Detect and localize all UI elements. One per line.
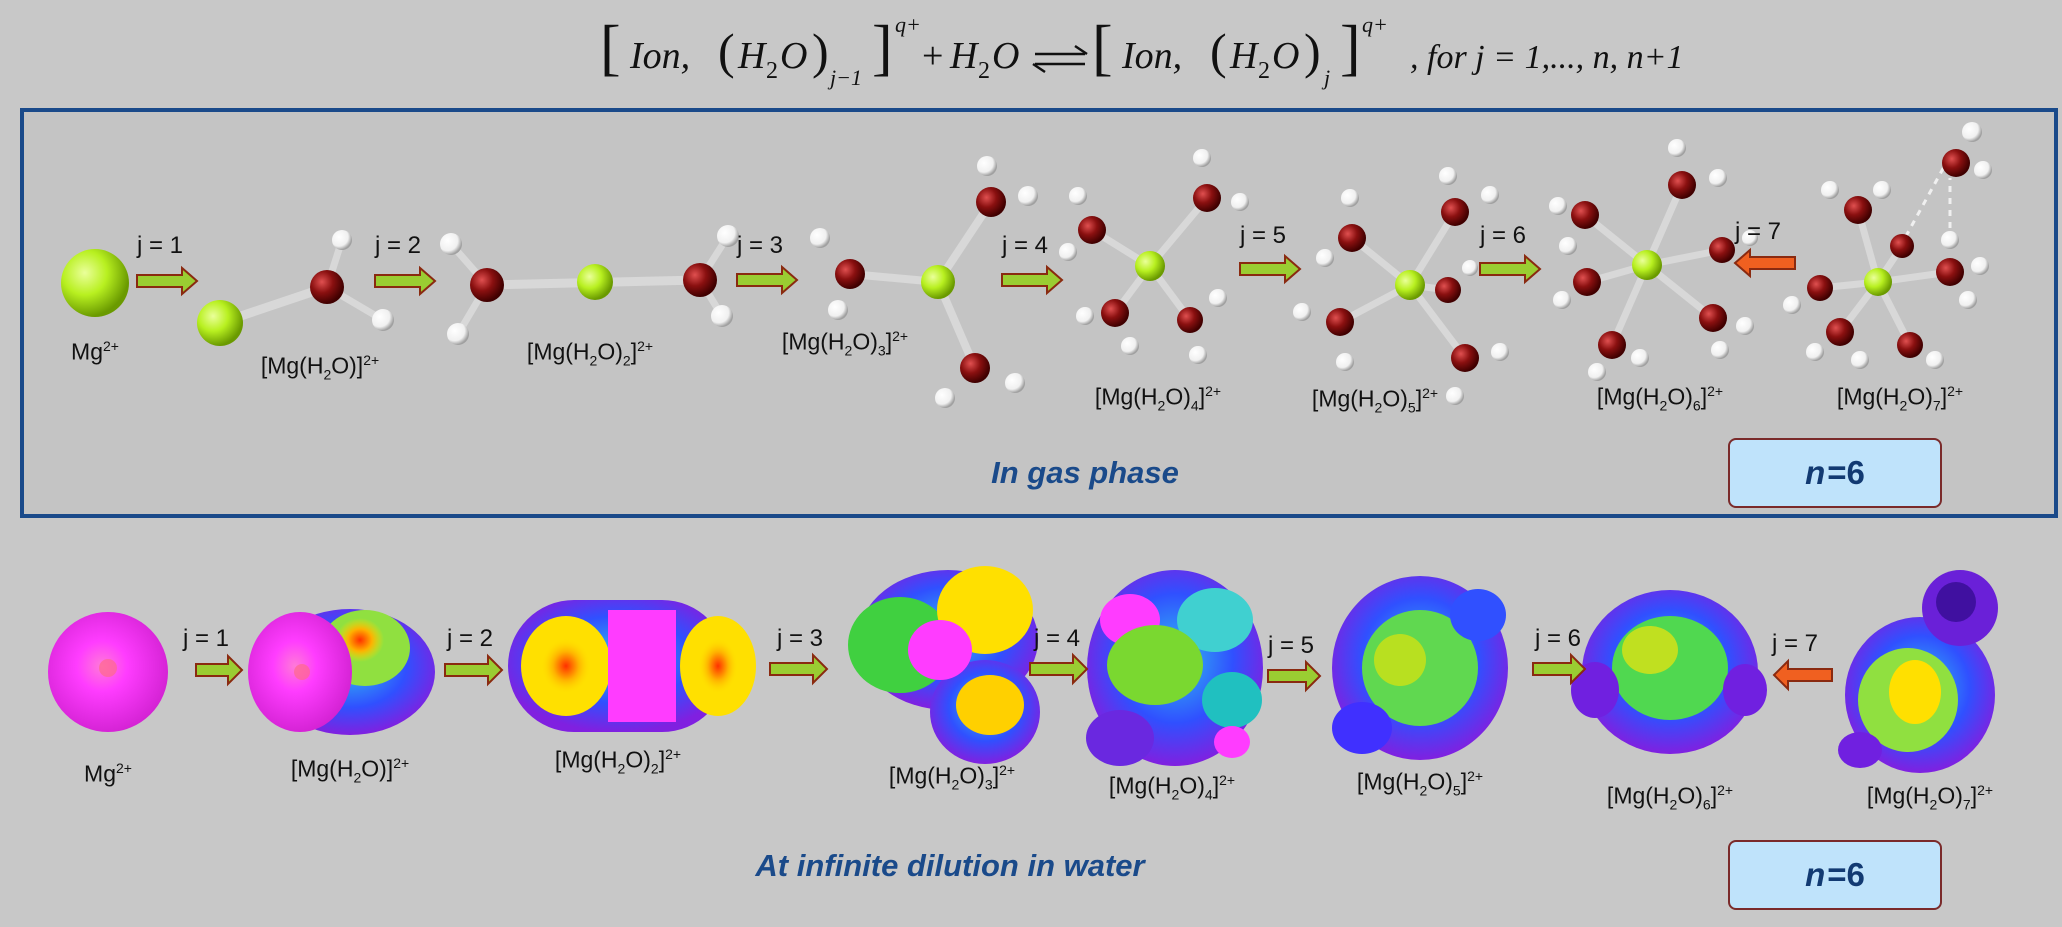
mg-h2o-3-surface bbox=[848, 566, 1040, 764]
gas-species-label-5: [Mg(H2O)4]2+ bbox=[1094, 383, 1222, 414]
mg-h2o-2-molecule bbox=[440, 225, 739, 345]
mg-h2o-6-molecule bbox=[1549, 139, 1758, 381]
eq-h-right: H bbox=[1229, 35, 1260, 77]
water-phase-title: At infinite dilution in water bbox=[755, 848, 1145, 883]
eq-ion-left: Ion, bbox=[629, 35, 690, 77]
water-forward-arrows bbox=[195, 652, 1587, 693]
mg-h2o-5-molecule bbox=[1293, 167, 1509, 405]
gas-species-label-1: Mg2+ bbox=[71, 338, 119, 365]
gas-step-label-3: j = 3 bbox=[737, 232, 784, 259]
eq-o-right: O bbox=[1272, 35, 1299, 77]
water-step-label-1: j = 1 bbox=[183, 625, 230, 652]
gas-forward-arrows bbox=[136, 253, 1542, 297]
mg-h2o-5-surface bbox=[1332, 576, 1508, 760]
gas-phase-title: In gas phase bbox=[991, 455, 1179, 490]
water-step-label-7: j = 7 bbox=[1772, 630, 1819, 657]
eq-sub2-mid: 2 bbox=[978, 58, 990, 84]
arrow-right-icon bbox=[136, 265, 199, 297]
eq-o-mid: O bbox=[992, 35, 1019, 77]
mg-h2o-7-surface bbox=[1838, 570, 1998, 773]
arrow-left-icon bbox=[1733, 247, 1796, 279]
eq-index-jm1: j−1 bbox=[827, 65, 862, 90]
water-step-label-5: j = 5 bbox=[1268, 632, 1315, 659]
arrow-right-icon bbox=[1239, 253, 1302, 285]
water-step-label-4: j = 4 bbox=[1034, 625, 1081, 652]
gas-step-label-7: j = 7 bbox=[1735, 218, 1782, 245]
gas-step-label-1: j = 1 bbox=[137, 232, 184, 259]
gas-species-label-3: [Mg(H2O)2]2+ bbox=[526, 338, 654, 369]
equilibrium-equation: [ Ion, ( H 2 O ) j−1 ] q+ + H 2 O [ Ion,… bbox=[600, 12, 1684, 90]
mg-ion-core bbox=[99, 659, 117, 677]
eq-charge-left: q+ bbox=[895, 12, 921, 37]
water-species-label-5: [Mg(H2O)4]2+ bbox=[1108, 772, 1236, 803]
eq-sub2-right: 2 bbox=[1258, 58, 1270, 84]
eq-sub2-left: 2 bbox=[766, 58, 778, 84]
left-bracket-open: [ bbox=[600, 14, 621, 82]
gas-species-label-4: [Mg(H2O)3]2+ bbox=[781, 328, 909, 359]
mg-h2o-3-molecule bbox=[810, 156, 1038, 408]
gas-species-label-8: [Mg(H2O)7]2+ bbox=[1836, 383, 1964, 414]
water-species-label-8: [Mg(H2O)7]2+ bbox=[1866, 782, 1994, 813]
mg-h2o-7-molecule bbox=[1783, 122, 1992, 369]
arrow-right-icon bbox=[736, 264, 799, 296]
water-species-label-6: [Mg(H2O)5]2+ bbox=[1356, 768, 1484, 799]
arrow-right-icon bbox=[1479, 253, 1542, 285]
arrow-right-icon bbox=[195, 653, 244, 687]
gas-step-label-2: j = 2 bbox=[375, 232, 422, 259]
eq-h-left: H bbox=[737, 35, 768, 77]
water-species-label-3: [Mg(H2O)2]2+ bbox=[554, 746, 682, 777]
gas-step-label-4: j = 4 bbox=[1002, 232, 1049, 259]
eq-for-clause: , for j = 1,..., n, n+1 bbox=[1410, 39, 1684, 76]
mg-h2o-4-surface bbox=[1086, 570, 1263, 766]
arrow-right-icon bbox=[374, 265, 437, 297]
eq-h-mid: H bbox=[949, 35, 980, 77]
mg-h2o-6-surface bbox=[1571, 590, 1767, 754]
water-n-box: n=6 bbox=[1728, 840, 1942, 910]
mg-h2o-1-surface bbox=[248, 609, 435, 735]
eq-charge-right: q+ bbox=[1362, 12, 1388, 37]
equilibrium-arrows-icon bbox=[1032, 44, 1088, 74]
gas-step-label-5: j = 5 bbox=[1240, 222, 1287, 249]
gas-species-label-2: [Mg(H2O)]2+ bbox=[260, 352, 380, 383]
paren-open-2: ( bbox=[1210, 23, 1227, 79]
eq-ion-right: Ion, bbox=[1121, 35, 1182, 77]
arrow-right-icon bbox=[1532, 652, 1587, 686]
right-bracket-close: ] bbox=[872, 14, 893, 82]
arrow-right-icon bbox=[1267, 659, 1322, 693]
mg-h2o-4-molecule bbox=[1059, 149, 1249, 364]
arrow-right-icon bbox=[444, 653, 504, 687]
water-step-label-6: j = 6 bbox=[1535, 625, 1582, 652]
mg-h2o-1-molecule bbox=[197, 230, 394, 346]
arrow-right-icon bbox=[1001, 264, 1064, 296]
gas-species-label-7: [Mg(H2O)6]2+ bbox=[1596, 383, 1724, 414]
paren-close-2: ) bbox=[1304, 23, 1321, 79]
water-species-label-7: [Mg(H2O)6]2+ bbox=[1606, 782, 1734, 813]
gas-species-label-6: [Mg(H2O)5]2+ bbox=[1311, 385, 1439, 416]
water-species-label-2: [Mg(H2O)]2+ bbox=[290, 755, 410, 786]
paren-open: ( bbox=[718, 23, 735, 79]
left-bracket-open-2: [ bbox=[1092, 14, 1113, 82]
eq-o-left: O bbox=[780, 35, 807, 77]
gas-step-label-6: j = 6 bbox=[1480, 222, 1527, 249]
arrow-right-icon bbox=[1029, 652, 1089, 686]
eq-index-j: j bbox=[1321, 65, 1330, 90]
water-species-label-4: [Mg(H2O)3]2+ bbox=[888, 762, 1016, 793]
water-step-label-3: j = 3 bbox=[777, 625, 824, 652]
arrow-right-icon bbox=[769, 652, 829, 686]
water-species-label-1: Mg2+ bbox=[84, 760, 132, 787]
mg-h2o-2-surface bbox=[508, 600, 756, 732]
water-step-label-2: j = 2 bbox=[447, 625, 494, 652]
arrow-left-icon bbox=[1772, 658, 1833, 692]
eq-plus: + bbox=[922, 35, 943, 77]
gas-n-box: n=6 bbox=[1728, 438, 1942, 508]
right-bracket-close-2: ] bbox=[1340, 14, 1361, 82]
paren-close: ) bbox=[812, 23, 829, 79]
mg-atom bbox=[61, 249, 129, 317]
